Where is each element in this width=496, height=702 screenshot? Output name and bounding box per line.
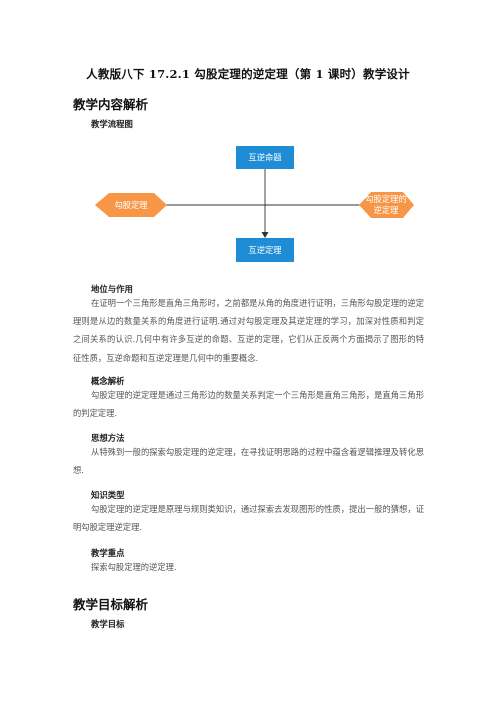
knowledge-type-heading: 知识类型 bbox=[91, 490, 125, 500]
key-point-paragraph: 探索勾股定理的逆定理. bbox=[91, 562, 177, 572]
document-title: 人教版八下 17.2.1 勾股定理的逆定理（第 1 课时）教学设计 bbox=[86, 67, 410, 81]
right-hexagon-label-line2: 逆定理 bbox=[374, 205, 400, 215]
section-heading-goal-analysis: 教学目标解析 bbox=[73, 597, 149, 612]
left-hexagon-pythagorean-theorem bbox=[95, 193, 167, 217]
top-box-mutual-propositions bbox=[236, 146, 294, 169]
concept-paragraph: 勾股定理的逆定理是通过三角形边的数量关系判定一个三角形是直角三角形，是直角三角形… bbox=[73, 390, 424, 419]
concept-heading: 概念解析 bbox=[91, 376, 125, 386]
top-box-label: 互逆命题 bbox=[248, 153, 281, 163]
knowledge-type-paragraph: 勾股定理的逆定理是原理与规则类知识，通过探索去发现图形的性质，提出一般的猜想，证… bbox=[73, 504, 424, 533]
position-role-paragraph: 在证明一个三角形是直角三角形时，之前都是从角的角度进行证明，三角形勾股定理的逆定… bbox=[73, 298, 424, 363]
left-hexagon-label: 勾股定理 bbox=[114, 200, 148, 210]
right-hexagon-label-line1: 勾股定理的 bbox=[365, 194, 407, 204]
bottom-box-mutual-theorems bbox=[236, 238, 294, 262]
down-arrow-head-icon bbox=[261, 232, 269, 238]
teaching-goals-heading: 教学目标 bbox=[91, 619, 125, 629]
thinking-method-heading: 思想方法 bbox=[91, 433, 125, 443]
thinking-method-paragraph: 从特殊到一般的探索勾股定理的逆定理，在寻找证明思路的过程中蕴含着逻辑推理及转化思… bbox=[73, 447, 424, 476]
bottom-box-label: 互逆定理 bbox=[248, 245, 282, 255]
right-hexagon-converse-theorem bbox=[359, 192, 414, 218]
position-role-heading: 地位与作用 bbox=[91, 284, 133, 294]
key-point-heading: 教学重点 bbox=[91, 548, 125, 558]
section-heading-content-analysis: 教学内容解析 bbox=[73, 97, 149, 112]
flowchart-heading: 教学流程图 bbox=[91, 119, 133, 129]
